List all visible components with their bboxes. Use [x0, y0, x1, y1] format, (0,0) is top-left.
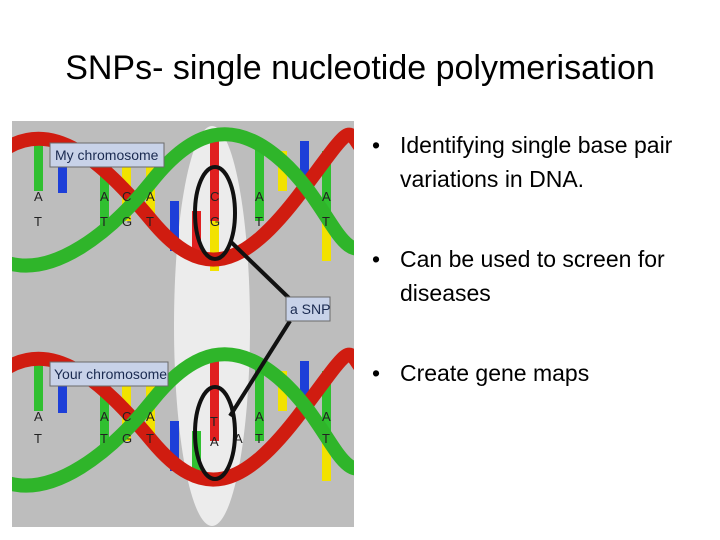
top-base-letters: A A C A C A A T T G T G T T: [34, 189, 331, 229]
rung: [210, 141, 219, 221]
rung: [170, 421, 179, 471]
base-letter: T: [255, 431, 263, 446]
snp-pointer-bottom: [228, 319, 292, 418]
base-letter: A: [34, 409, 43, 424]
base-letter: T: [146, 431, 154, 446]
dna-snp-figure: A A C A C A A T T G T G T T A A C A T A …: [12, 121, 354, 527]
base-letter: T: [255, 214, 263, 229]
snp-label-box: [285, 296, 331, 322]
snp-circle-top: [193, 165, 237, 261]
base-letter: T: [210, 414, 218, 429]
base-letter: A: [34, 189, 43, 204]
bottom-base-letters: A A C A T A A T T G T A A T T: [34, 409, 331, 449]
rung: [300, 361, 309, 401]
slide-title: SNPs- single nucleotide polymerisation: [65, 49, 655, 87]
base-letter: T: [100, 431, 108, 446]
base-letter: T: [322, 431, 330, 446]
base-letter: A: [210, 434, 219, 449]
base-letter: C: [122, 409, 131, 424]
base-letter: A: [146, 409, 155, 424]
snp-pointer-top: [228, 239, 292, 301]
base-letter: C: [210, 189, 219, 204]
my-chromosome-label-box: [49, 142, 165, 168]
rung: [322, 371, 331, 441]
strand-green: [12, 127, 354, 273]
base-letter: A: [322, 409, 331, 424]
base-letter: T: [100, 214, 108, 229]
rung: [255, 361, 264, 441]
rung: [34, 361, 43, 411]
bullet-text: Identifying single base pair variations …: [400, 132, 673, 192]
bullet-item: • Create gene maps: [372, 356, 702, 390]
rung: [100, 371, 109, 451]
base-letter: G: [210, 214, 220, 229]
rung: [322, 441, 331, 481]
bullet-item: • Can be used to screen for diseases: [372, 242, 702, 310]
base-letter: G: [122, 431, 132, 446]
base-letter: G: [122, 214, 132, 229]
bullet-list: • Identifying single base pair variation…: [372, 128, 702, 390]
my-chromosome-label: My chromosome: [55, 147, 159, 163]
rung: [210, 221, 219, 271]
base-letter: T: [322, 214, 330, 229]
rung: [34, 141, 43, 191]
rung: [322, 221, 331, 261]
base-letter: A: [100, 189, 109, 204]
base-letter: A: [146, 189, 155, 204]
rung: [210, 361, 219, 441]
rung: [255, 141, 264, 221]
bullet-text: Create gene maps: [400, 360, 590, 386]
base-letter: A: [255, 189, 264, 204]
base-letter: C: [122, 189, 131, 204]
bullet-dot: •: [372, 360, 381, 386]
snp-label: a SNP: [290, 301, 330, 317]
bullet-item: • Identifying single base pair variation…: [372, 128, 702, 196]
dna-diagram: A A C A C A A T T G T G T T A A C A T A …: [12, 121, 354, 527]
rung: [322, 151, 331, 221]
strand-green: [12, 347, 354, 493]
rung: [300, 141, 309, 181]
base-letter: A: [322, 189, 331, 204]
bullet-text: Can be used to screen for diseases: [400, 246, 665, 306]
your-chromosome-label: Your chromosome: [54, 366, 167, 382]
bullet-dot: •: [372, 132, 381, 158]
bullet-dot: •: [372, 246, 381, 272]
rung: [100, 151, 109, 231]
base-letter: T: [34, 214, 42, 229]
rung: [170, 201, 179, 251]
base-letter: A: [100, 409, 109, 424]
base-letter: T: [146, 214, 154, 229]
base-letter: T: [34, 431, 42, 446]
base-letter: A: [234, 431, 243, 446]
your-chromosome-label-box: [49, 361, 169, 387]
snp-circle-bottom: [193, 385, 237, 481]
base-letter: A: [255, 409, 264, 424]
rung: [58, 383, 67, 413]
rung: [58, 163, 67, 193]
